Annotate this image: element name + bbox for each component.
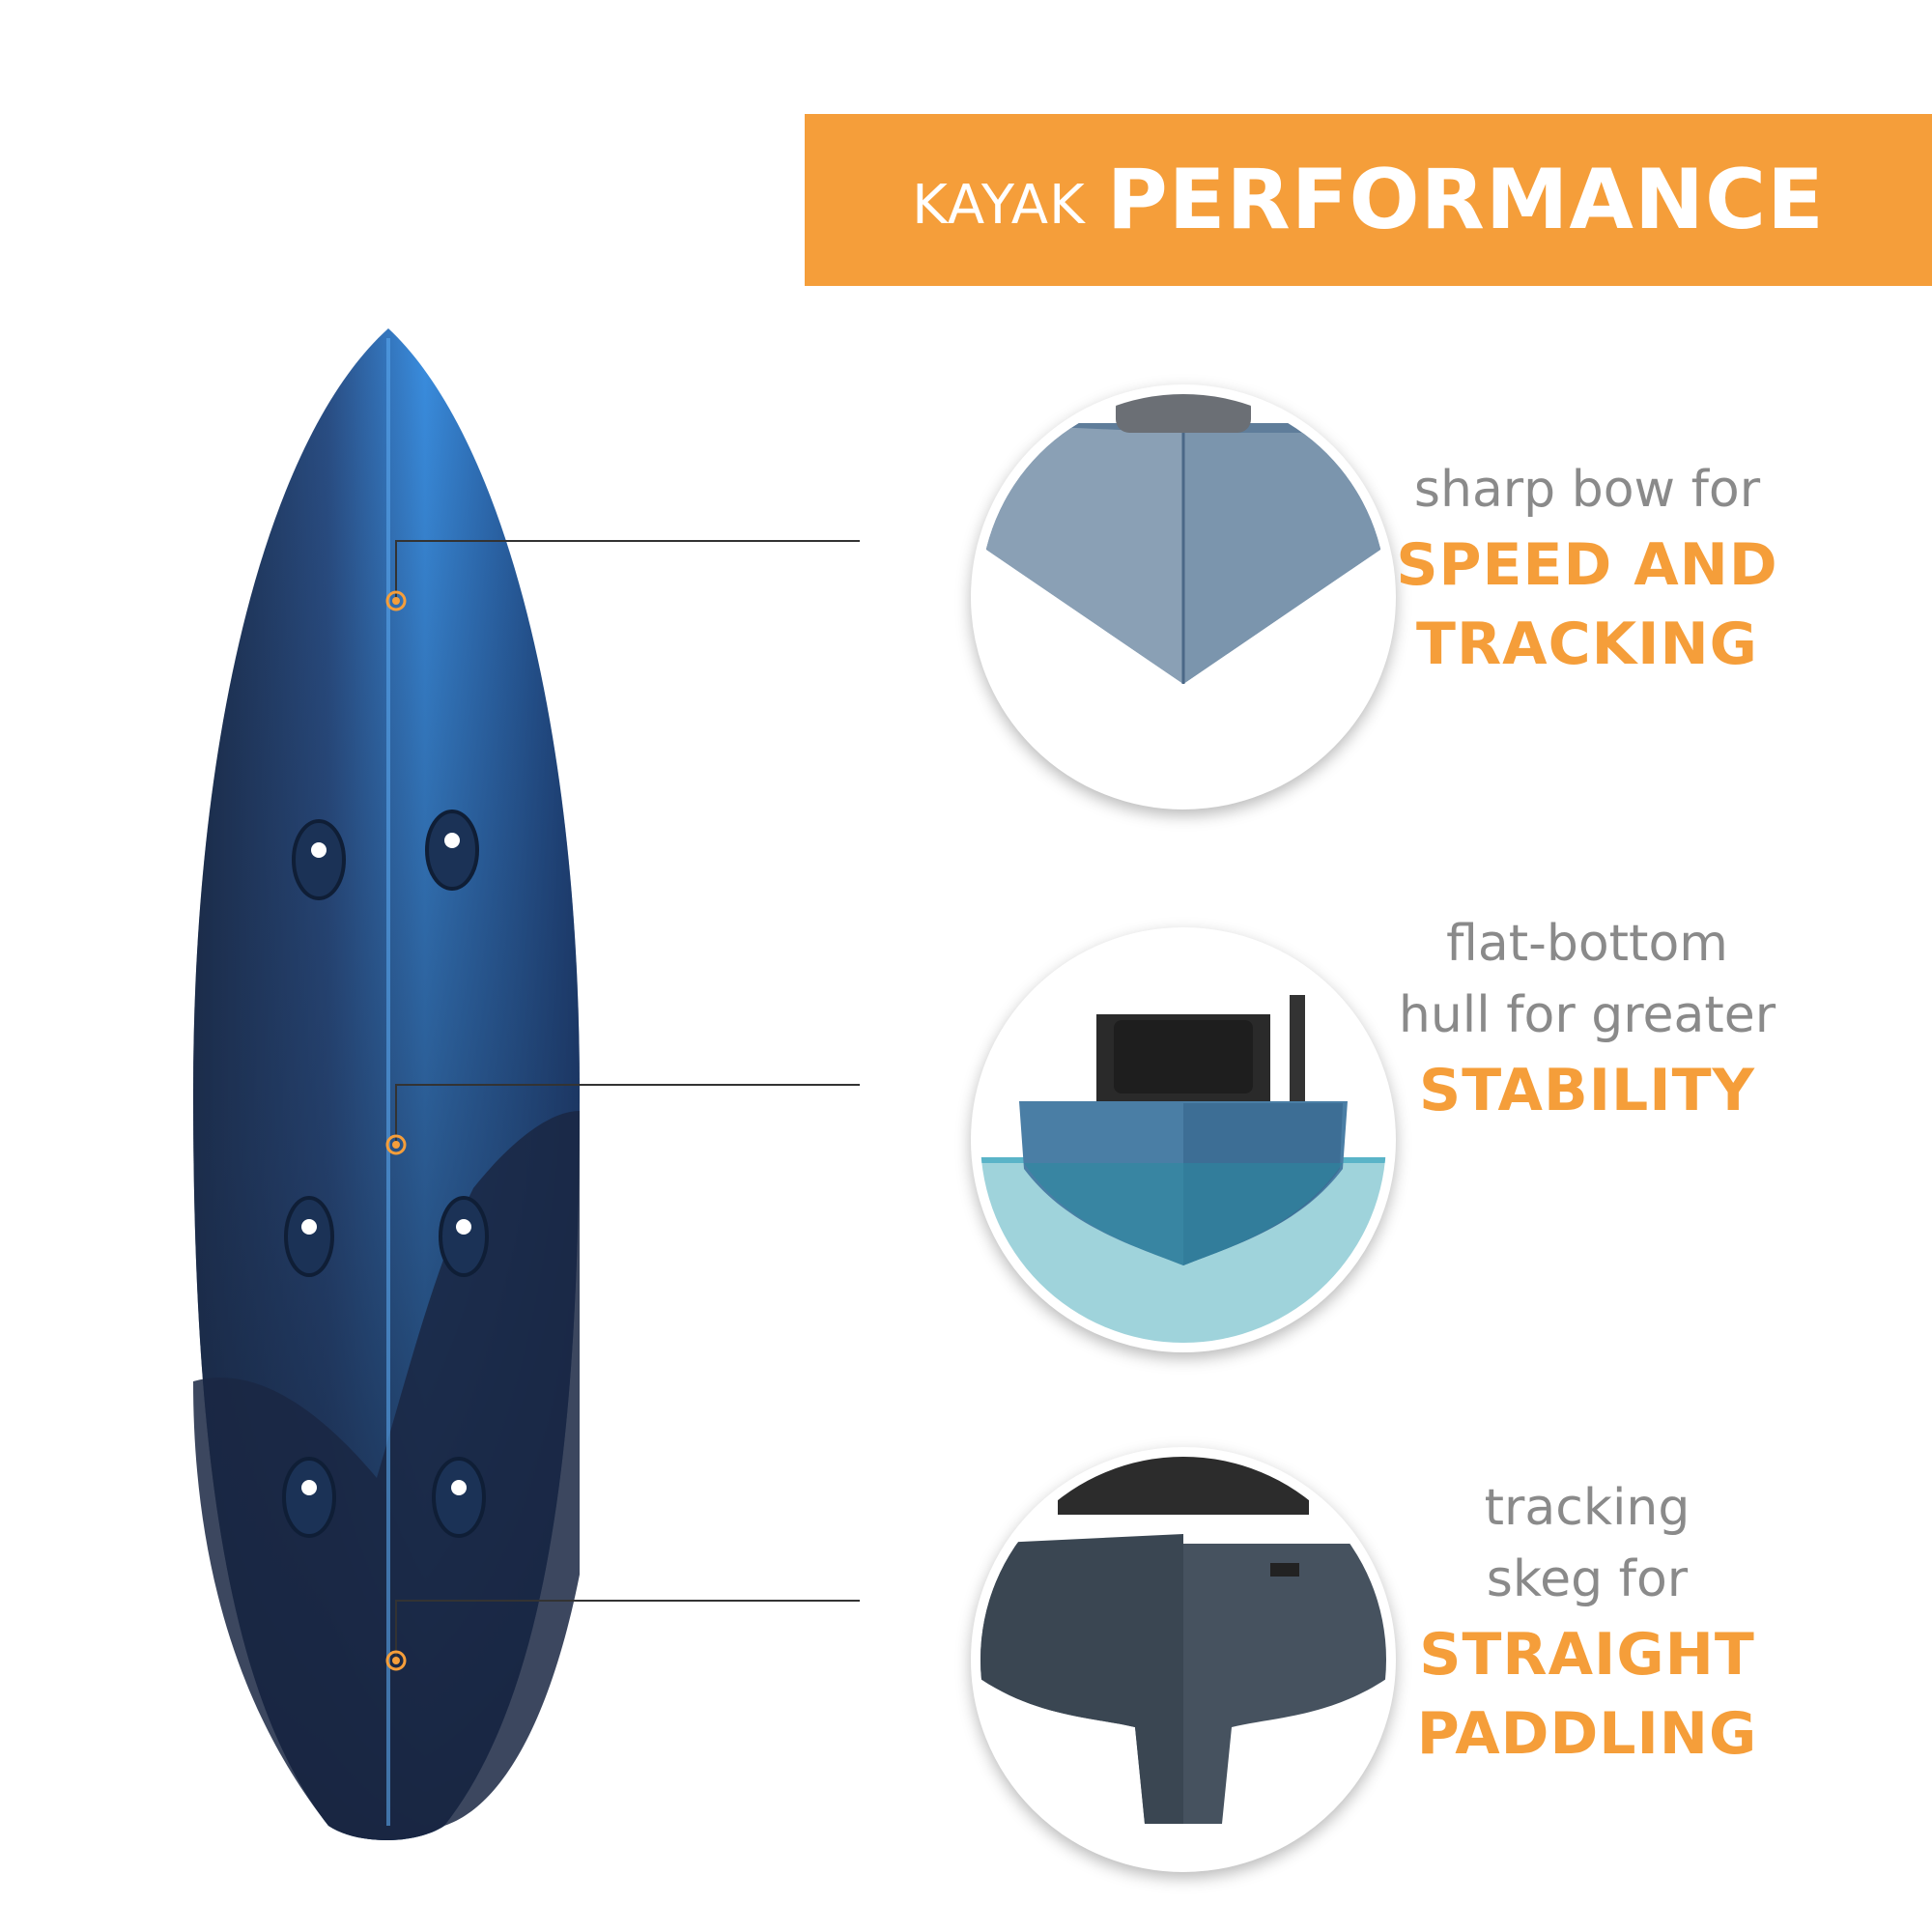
detail-circle-skeg: [971, 1447, 1396, 1872]
feature-skeg-emph-1: STRAIGHT: [1419, 1621, 1755, 1689]
title-banner: KAYAK PERFORMANCE: [805, 114, 1932, 286]
feature-hull-lead-1: flat-bottom: [1446, 915, 1728, 973]
marker-dot-hull: [385, 1134, 407, 1155]
marker-dot-bow: [385, 590, 407, 611]
detail-circle-bow: [971, 384, 1396, 810]
feature-hull-text: flat-bottom hull for greater STABILITY: [1355, 908, 1819, 1130]
feature-bow-emph-1: SPEED AND: [1396, 531, 1778, 599]
feature-hull-lead-2: hull for greater: [1398, 986, 1776, 1044]
banner-title: PERFORMANCE: [1106, 152, 1825, 248]
feature-skeg-emph-2: PADDLING: [1416, 1700, 1758, 1768]
detail-circle-hull: [971, 927, 1396, 1352]
feature-bow-emph-2: TRACKING: [1416, 611, 1758, 678]
feature-bow-lead: sharp bow for: [1413, 461, 1761, 519]
feature-skeg-lead-1: tracking: [1484, 1479, 1690, 1537]
feature-bow-text: sharp bow for SPEED AND TRACKING: [1355, 454, 1819, 684]
kayak-hull-image: [193, 328, 580, 1840]
banner-prefix: KAYAK: [912, 173, 1086, 237]
feature-skeg-text: tracking skeg for STRAIGHT PADDLING: [1355, 1472, 1819, 1774]
feature-skeg-lead-2: skeg for: [1486, 1550, 1689, 1608]
marker-dot-skeg: [385, 1650, 407, 1671]
feature-hull-emph-1: STABILITY: [1419, 1057, 1755, 1124]
